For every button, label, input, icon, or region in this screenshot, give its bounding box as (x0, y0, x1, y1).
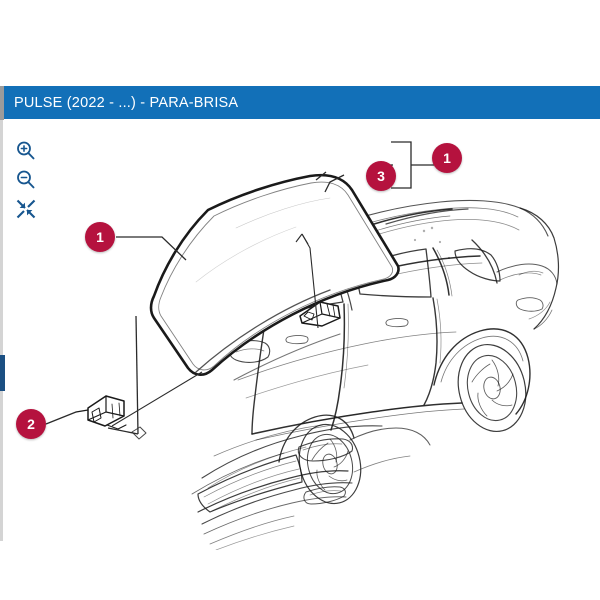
callout-badge-label: 3 (377, 168, 385, 184)
part-3-sensor-bracket (299, 301, 341, 327)
page-title: PULSE (2022 - ...) - PARA-BRISA (14, 94, 239, 111)
callout-leader-lines (45, 141, 434, 435)
callout-badge-3[interactable]: 3 (366, 161, 396, 191)
diagram-toolbar (14, 139, 42, 226)
callout-badge-label: 1 (96, 229, 104, 245)
callout-badge-label: 1 (443, 150, 451, 166)
sidebar-edge-top (0, 86, 4, 120)
zoom-out-icon[interactable] (14, 168, 38, 192)
part-2-sensor-module (75, 395, 127, 430)
sidebar-edge-lower (0, 391, 3, 541)
fit-to-screen-icon[interactable] (14, 197, 38, 221)
zoom-in-icon[interactable] (14, 139, 38, 163)
callout-badge-2[interactable]: 2 (16, 409, 46, 439)
car-line-art (75, 173, 560, 550)
diagram-canvas[interactable] (0, 120, 600, 550)
callout-badge-1-right[interactable]: 1 (432, 143, 462, 173)
titlebar: PULSE (2022 - ...) - PARA-BRISA (4, 86, 600, 119)
sidebar-edge-middle (0, 120, 3, 355)
sidebar-selected-indicator[interactable] (0, 355, 5, 391)
callout-badge-label: 2 (27, 416, 35, 432)
callout-badge-1-left[interactable]: 1 (85, 222, 115, 252)
